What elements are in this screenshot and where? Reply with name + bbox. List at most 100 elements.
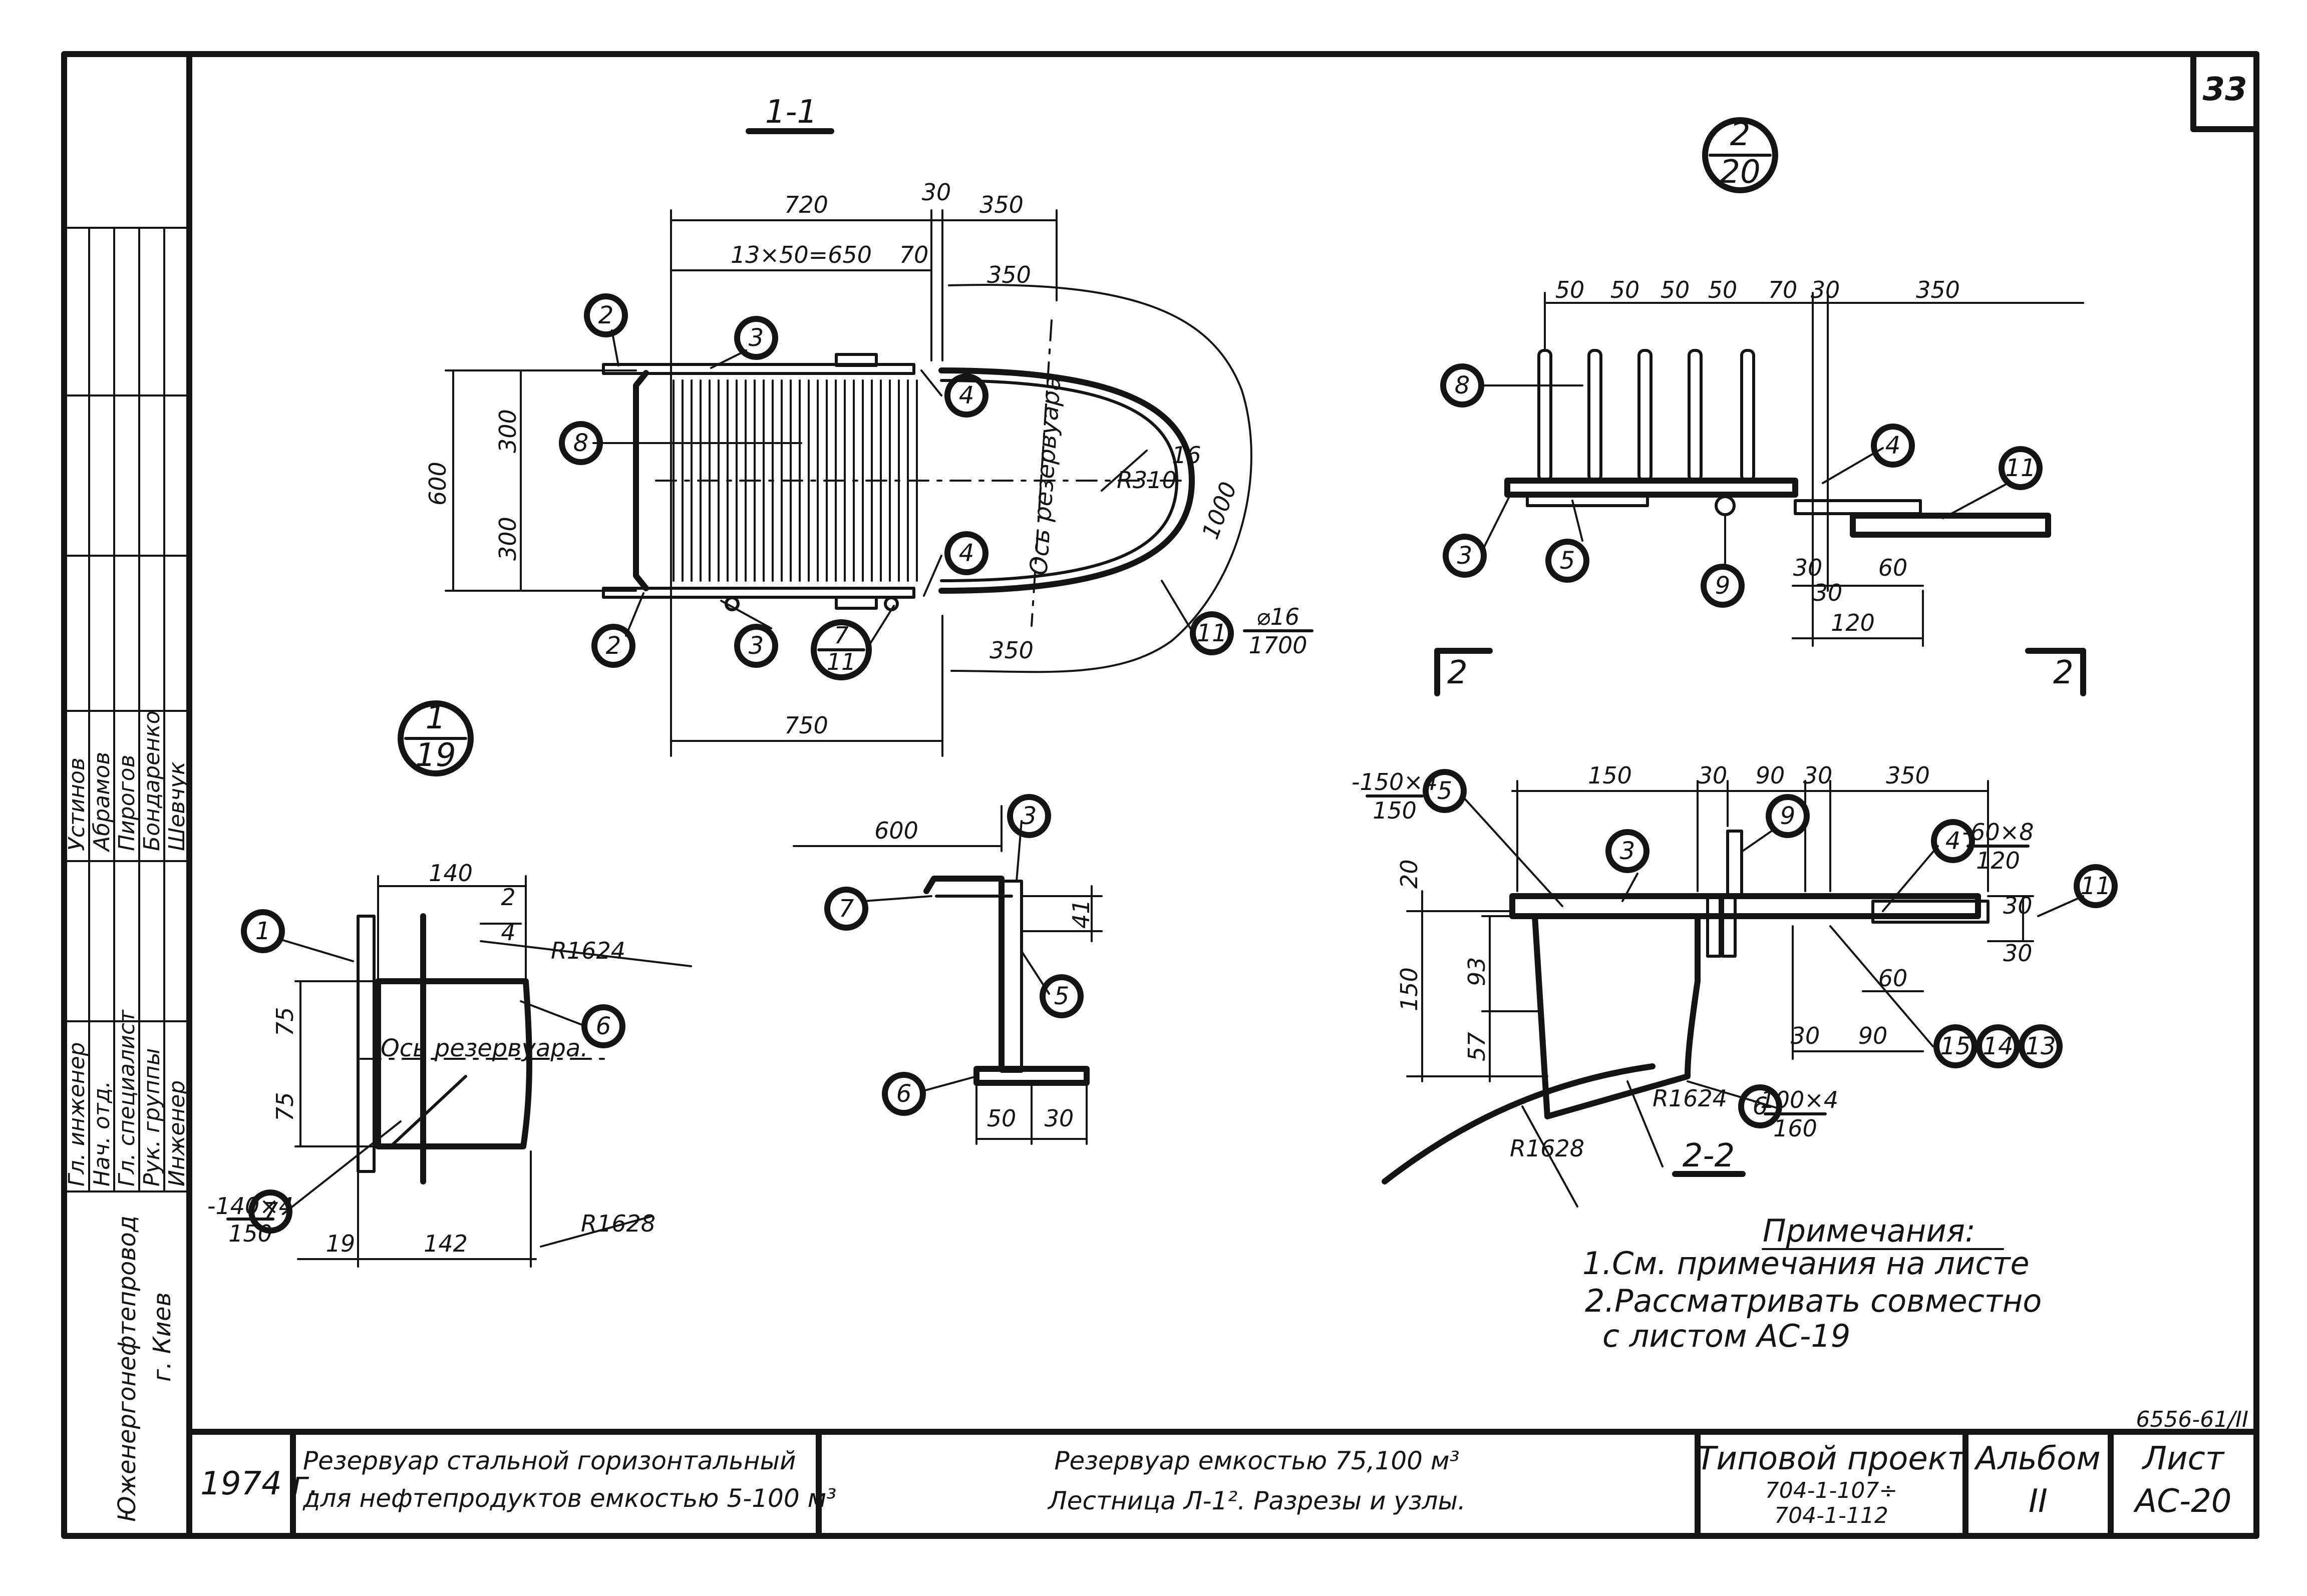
dim-text: 19 <box>326 1230 356 1257</box>
dim-text: 350 <box>979 191 1024 218</box>
dim-text: 50 <box>987 1105 1017 1132</box>
dim-text: 30 <box>1813 579 1843 606</box>
dim-text: 60 <box>1878 554 1908 581</box>
ladder-post <box>1637 349 1653 482</box>
signature-names: Устинов Абрамов Пирогов Бондаренко Шевчу… <box>64 710 190 853</box>
callout-bubble: 5 <box>1545 539 1589 583</box>
title-sheet-number: АС-20 <box>2133 1483 2232 1520</box>
callout-circle <box>1545 539 1589 583</box>
dim-text: 350 <box>1886 762 1930 789</box>
callout-number: 6 <box>1753 1092 1768 1120</box>
callout-number: 3 <box>1457 542 1473 570</box>
section-2-2-drawing <box>1382 780 2034 1208</box>
section-mark-right: 2 <box>2053 654 2074 691</box>
dim-text: 720 <box>784 191 828 218</box>
node-1-19-numerator: 1 <box>426 699 446 736</box>
dim-text: 50 <box>1661 276 1690 303</box>
archive-code: 6556-61/II <box>2136 1407 2248 1432</box>
callout-number: 3 <box>1022 802 1037 830</box>
callout-circle <box>1933 1024 1978 1068</box>
dim-text: 70 <box>899 241 929 268</box>
dim-text: 16 <box>1172 442 1201 469</box>
dim-text: R1628 <box>1510 1135 1584 1162</box>
detail-bubble-numerator: 7 <box>834 622 848 649</box>
signature-name: Абрамов <box>89 752 115 853</box>
dim-text: 150 <box>1396 967 1423 1011</box>
callout-number: 11 <box>1196 619 1227 647</box>
callout-bubble: 14 <box>1976 1024 2020 1068</box>
callout-bubble: 7 <box>248 1189 292 1234</box>
dim-text: 30 <box>1803 762 1833 789</box>
node-2-20-drawing <box>1434 117 2086 696</box>
dim-text: 41 <box>1068 899 1095 929</box>
ladder-post <box>1740 349 1755 482</box>
ladder-posts <box>1537 349 1755 482</box>
dim-text: 30 <box>1791 1022 1820 1049</box>
title-subject-line1: Резервуар емкостью 75,100 м³ <box>1054 1446 1459 1475</box>
callout-circle <box>944 531 988 575</box>
dim-text: 350 <box>1916 276 1960 303</box>
signature-roles: Гл. инженер Нач. отд. Гл. специалист Рук… <box>64 1009 190 1186</box>
dim-text: 120 <box>1831 609 1875 636</box>
callout-bubble: 5 <box>1040 974 1084 1018</box>
dim-text: 30 <box>1698 762 1728 789</box>
callout-bubble: 11 <box>2074 864 2118 908</box>
callout-number: 4 <box>1945 827 1961 855</box>
dim-text: 1000 <box>1197 478 1242 542</box>
callout-bubble: 4 <box>944 373 988 418</box>
callout-circle <box>944 373 988 418</box>
dim-text: 4 <box>501 919 515 946</box>
signature-name: Бондаренко <box>139 710 165 851</box>
callout-bubble: 6 <box>1738 1084 1782 1128</box>
callout-bubble: 3 <box>1443 534 1487 578</box>
dim-text: 350 <box>987 261 1031 288</box>
callout-number: 9 <box>1715 572 1731 600</box>
plate-5-denominator: 150 <box>1373 797 1417 824</box>
section-2-2-dimensions: 150 30 90 30 350 20 150 93 57 30 30 60 3… <box>1396 762 2033 1162</box>
callout-bubble: 5 <box>1423 769 1467 813</box>
callout-number: 9 <box>1780 802 1796 830</box>
callout-circle <box>1999 446 2043 490</box>
dim-text: 30 <box>922 179 951 206</box>
dim-text: 30 <box>2003 940 2033 967</box>
dim-text: 90 <box>1858 1022 1888 1049</box>
callout-circle <box>559 421 603 465</box>
callout-bubble: 3 <box>1007 794 1051 838</box>
callout-number: 8 <box>1455 371 1470 400</box>
notes-title: Примечания: <box>1763 1213 1975 1249</box>
title-sheet-label: Лист <box>2142 1440 2225 1477</box>
dim-text: 600 <box>424 462 451 506</box>
plate-7-denominator: 150 <box>228 1220 272 1247</box>
callout-bubble: 8 <box>559 421 603 465</box>
callout-circle <box>1701 564 1745 608</box>
callout-circle <box>1931 819 1975 863</box>
ladder-post <box>1537 349 1552 482</box>
signature-name: Устинов <box>64 757 90 851</box>
dim-text: 93 <box>1463 957 1490 986</box>
callout-number: 14 <box>1983 1032 2013 1060</box>
node-2-20-numerator: 2 <box>1730 116 1751 153</box>
node-1-19-dimensions: 140 2 4 R1624 75 75 19 142 R1628 <box>271 860 655 1257</box>
callout-circle <box>824 887 868 931</box>
callout-bubble: 4 <box>944 531 988 575</box>
callout-circle <box>584 293 628 337</box>
note-item: 1.См. примечания на листе <box>1582 1245 2030 1282</box>
dim-text: 50 <box>1708 276 1738 303</box>
ladder-post <box>1688 349 1703 482</box>
dim-text: R1628 <box>581 1210 655 1237</box>
callout-bubble: 4 <box>1931 819 1975 863</box>
callout-bubble: 6 <box>882 1072 926 1116</box>
title-series-line2: для нефтепродуктов емкостью 5-100 м³ <box>302 1484 836 1513</box>
callout-bubble: 15 <box>1933 1024 1978 1068</box>
callout-circle <box>591 624 635 668</box>
signature-role: Рук. группы <box>139 1048 165 1186</box>
callout-circle <box>1040 974 1084 1018</box>
callout-circle <box>1766 794 1810 838</box>
dim-text: 30 <box>1045 1105 1074 1132</box>
title-block <box>290 1429 2114 1539</box>
dim-text: 75 <box>271 1007 298 1036</box>
note-item: с листом АС-19 <box>1602 1318 1850 1354</box>
dim-text: 13×50=650 <box>731 241 872 268</box>
